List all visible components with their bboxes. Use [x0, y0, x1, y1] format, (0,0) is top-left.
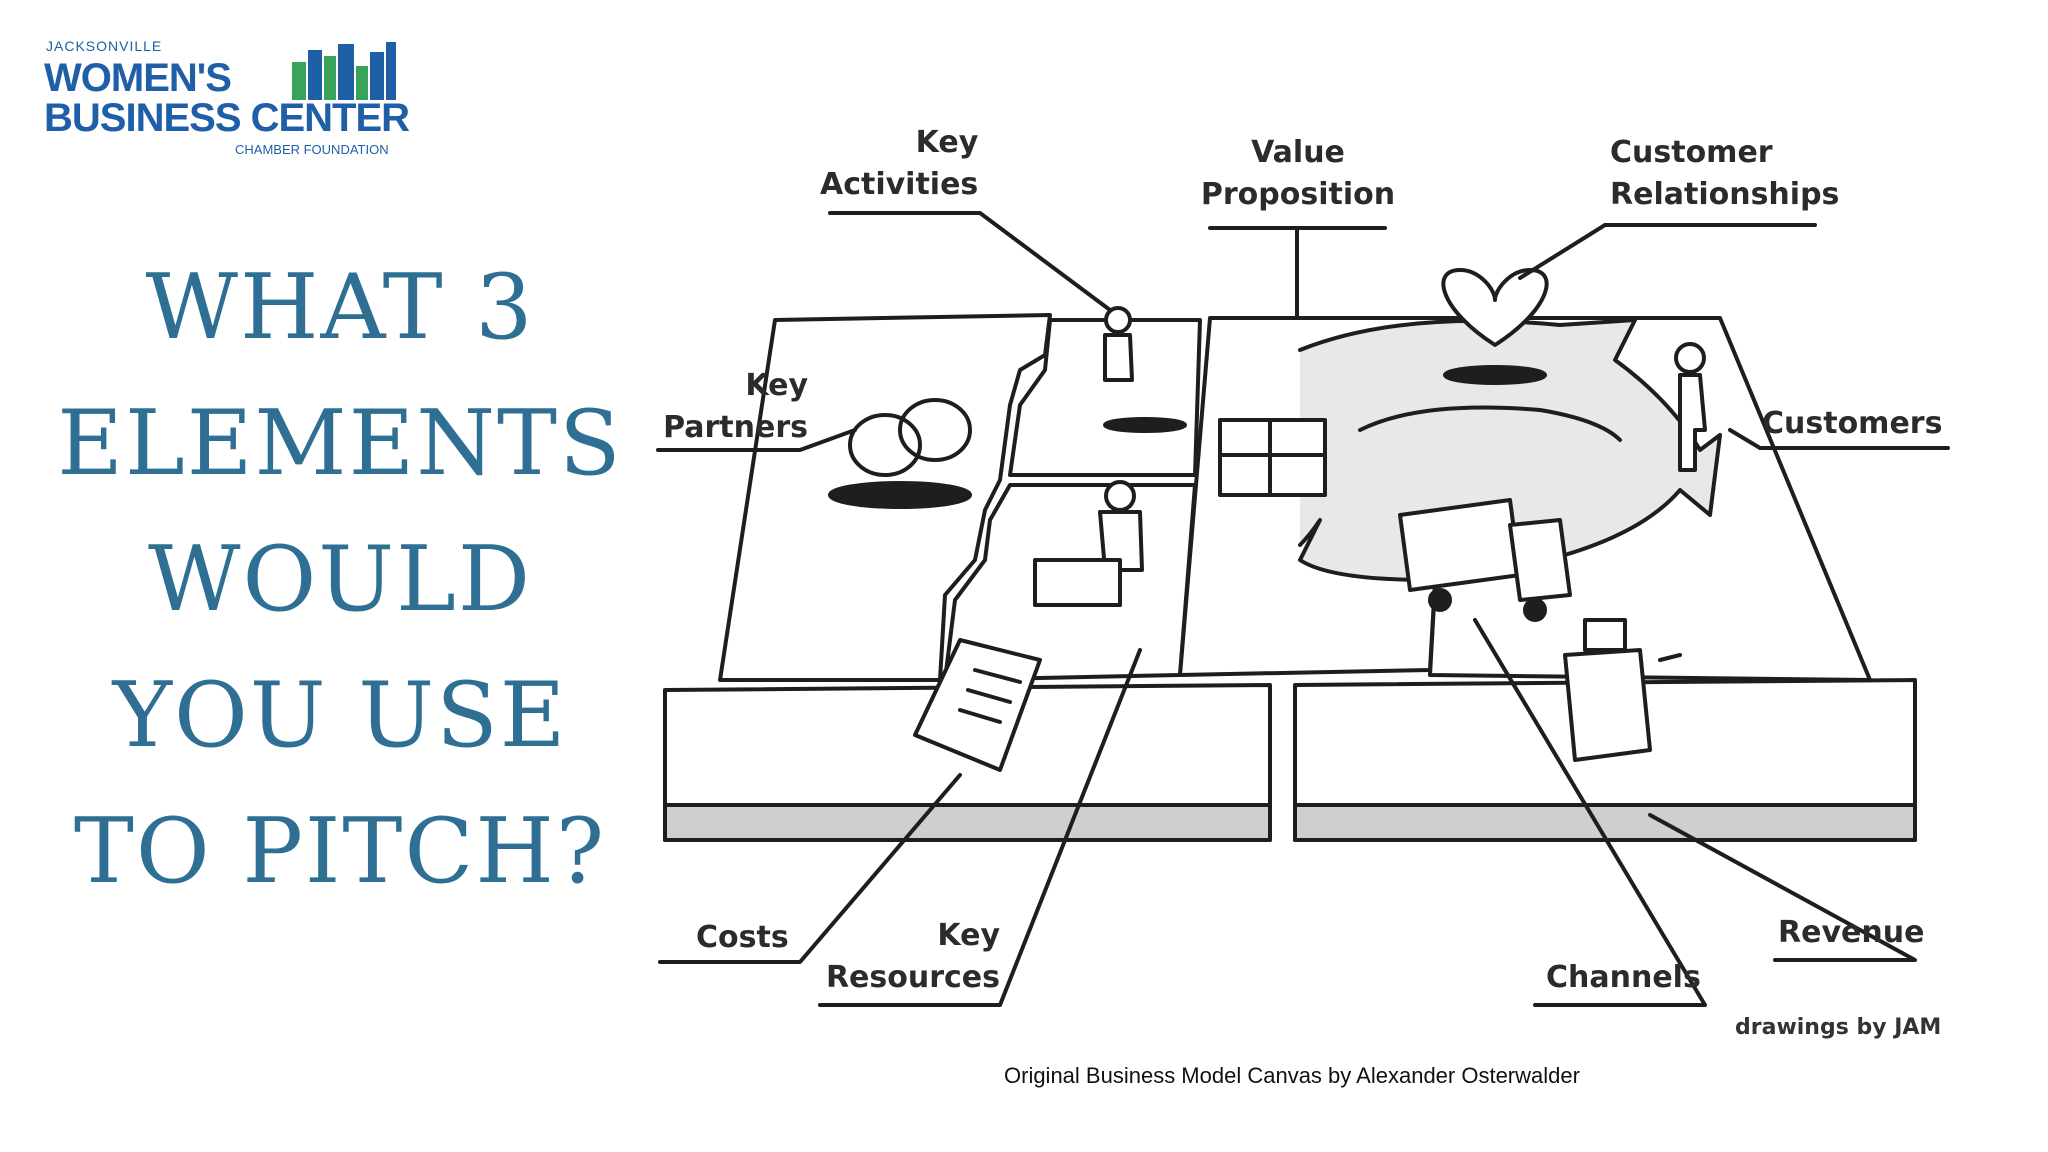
logo-line2: BUSINESS CENTER: [44, 96, 410, 140]
label-key-resources: Key Resources: [822, 915, 1000, 999]
label-value-proposition-line1: Value: [1251, 135, 1345, 170]
label-key-activities: Key Activities: [820, 122, 978, 206]
label-key-partners: Key Partners: [658, 365, 808, 449]
label-channels: Channels: [1546, 960, 1701, 995]
label-value-proposition-line2: Proposition: [1200, 177, 1396, 212]
logo-sub: CHAMBER FOUNDATION: [235, 142, 389, 157]
label-key-activities-line2: Activities: [820, 167, 979, 202]
headline-line-1: WHAT 3: [145, 255, 535, 360]
label-customer-relationships: Customer Relationships: [1610, 132, 1839, 216]
label-key-resources-line2: Resources: [825, 960, 1000, 995]
label-customer-relationships-line2: Relationships: [1610, 177, 1840, 212]
label-key-partners-line1: Key: [745, 368, 808, 403]
logo-city: JACKSONVILLE: [46, 38, 163, 54]
skyline-icon: [292, 42, 396, 100]
label-customers: Customers: [1762, 406, 1943, 441]
illustrator-credit: drawings by JAM: [1735, 1015, 1942, 1040]
label-revenue: Revenue: [1778, 915, 1925, 950]
label-key-partners-line2: Partners: [663, 410, 808, 445]
logo: JACKSONVILLE WOMEN'S BUSINESS CENTER CHA…: [40, 30, 460, 170]
headline-line-3: WOULD: [147, 527, 533, 632]
label-value-proposition: Value Proposition: [1198, 132, 1398, 216]
label-key-resources-line1: Key: [937, 918, 1000, 953]
headline: WHAT 3 ELEMENTS WOULD YOU USE TO PITCH?: [30, 240, 650, 920]
headline-line-5: TO PITCH?: [73, 799, 607, 904]
logo-line1: WOMEN'S: [44, 56, 232, 100]
label-key-activities-line1: Key: [915, 125, 979, 160]
headline-line-4: YOU USE: [112, 663, 568, 768]
label-customer-relationships-line1: Customer: [1610, 135, 1773, 170]
label-costs: Costs: [696, 920, 789, 955]
headline-line-2: ELEMENTS: [57, 391, 623, 496]
source-credit: Original Business Model Canvas by Alexan…: [1004, 1063, 1580, 1088]
